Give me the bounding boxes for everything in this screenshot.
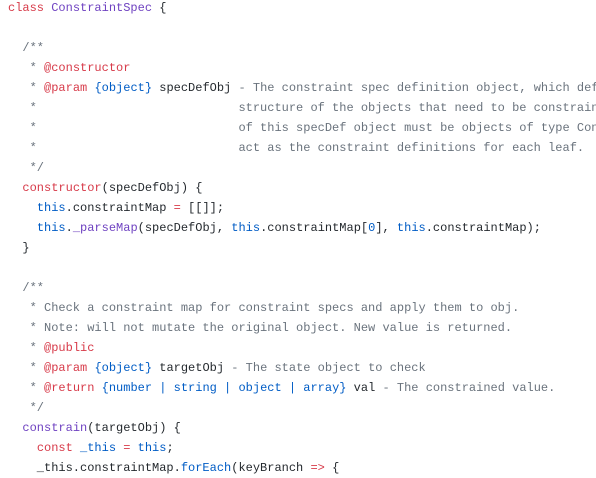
code-line: * @param {object} targetObj - The state … xyxy=(8,358,596,378)
code-token-comment: * xyxy=(8,361,45,375)
code-token-entity: constrain xyxy=(22,421,88,435)
code-token-plain: ], xyxy=(375,221,397,235)
code-token-plain: val xyxy=(346,381,376,395)
code-line: ​ xyxy=(8,18,596,38)
code-token-comment: * xyxy=(8,341,45,355)
code-token-constant: _this xyxy=(80,441,117,455)
code-token-keyword: => xyxy=(310,461,325,475)
code-token-plain: (specDefObj) { xyxy=(101,181,203,195)
code-token-plain: [[]]; xyxy=(180,201,225,215)
code-line: /** xyxy=(8,38,596,58)
code-token-comment: * xyxy=(8,381,45,395)
code-line: * @constructor xyxy=(8,58,596,78)
code-token-entity: _parseMap xyxy=(72,221,138,235)
code-token-keyword: @constructor xyxy=(44,61,131,75)
code-token-entity: ConstraintSpec xyxy=(51,1,153,15)
code-token-constant: this xyxy=(231,221,261,235)
code-token-plain: (specDefObj, xyxy=(137,221,232,235)
code-editor[interactable]: class ConstraintSpec {​ /** * @construct… xyxy=(8,0,596,478)
code-token-comment: * xyxy=(8,61,45,75)
code-line: this.constraintMap = [[]]; xyxy=(8,198,596,218)
code-token-keyword: = xyxy=(123,441,131,455)
code-line: * @public xyxy=(8,338,596,358)
code-token-comment: * of this specDef object must be objects… xyxy=(8,121,596,135)
code-token-plain xyxy=(8,181,22,195)
code-line: const _this = this; xyxy=(8,438,596,458)
code-token-constant: forEach xyxy=(180,461,232,475)
code-line: * @param {object} specDefObj - The const… xyxy=(8,78,596,98)
code-token-comment: */ xyxy=(8,401,45,415)
code-token-plain: specDefObj xyxy=(152,81,232,95)
code-token-plain: . xyxy=(65,221,73,235)
code-token-constant: this xyxy=(396,221,426,235)
code-line: */ xyxy=(8,158,596,178)
code-line: * of this specDef object must be objects… xyxy=(8,118,596,138)
code-line: constructor(specDefObj) { xyxy=(8,178,596,198)
code-line: * Note: will not mutate the original obj… xyxy=(8,318,596,338)
code-line: * Check a constraint map for constraint … xyxy=(8,298,596,318)
code-token-constant: 0 xyxy=(368,221,376,235)
code-token-comment: - The constrained value. xyxy=(375,381,556,395)
code-token-plain: .constraintMap); xyxy=(425,221,541,235)
code-token-comment: * act as the constraint definitions for … xyxy=(8,141,585,155)
code-token-comment: /** xyxy=(8,41,45,55)
code-line: * @return {number | string | object | ar… xyxy=(8,378,596,398)
code-token-plain: _this.constraintMap. xyxy=(8,461,181,475)
code-token-comment: * structure of the objects that need to … xyxy=(8,101,596,115)
code-token-constant: {object} xyxy=(94,81,153,95)
code-token-keyword: constructor xyxy=(22,181,102,195)
code-line: constrain(targetObj) { xyxy=(8,418,596,438)
code-token-keyword: const xyxy=(36,441,73,455)
code-token-keyword: class xyxy=(8,1,52,15)
code-token-constant: {object} xyxy=(94,361,153,375)
code-token-plain xyxy=(94,381,101,395)
code-token-plain: .constraintMap xyxy=(65,201,174,215)
code-token-comment: - The state object to check xyxy=(224,361,426,375)
code-token-comment: /** xyxy=(8,281,45,295)
code-token-plain: { xyxy=(324,461,340,475)
code-line: */ xyxy=(8,398,596,418)
code-line: } xyxy=(8,238,596,258)
code-token-plain: (keyBranch xyxy=(231,461,311,475)
code-token-constant: this xyxy=(137,441,167,455)
code-line: * act as the constraint definitions for … xyxy=(8,138,596,158)
code-token-comment: * xyxy=(8,81,45,95)
code-token-comment: */ xyxy=(8,161,45,175)
code-token-keyword: = xyxy=(173,201,181,215)
code-token-plain xyxy=(130,441,137,455)
code-token-comment: * Note: will not mutate the original obj… xyxy=(8,321,513,335)
code-token-constant: {number | string | object | array} xyxy=(101,381,347,395)
code-line: this._parseMap(specDefObj, this.constrai… xyxy=(8,218,596,238)
code-token-constant: this xyxy=(36,201,66,215)
code-line: /** xyxy=(8,278,596,298)
code-line: * structure of the objects that need to … xyxy=(8,98,596,118)
code-token-plain xyxy=(73,441,80,455)
code-line: _this.constraintMap.forEach(keyBranch =>… xyxy=(8,458,596,478)
code-token-plain: (targetObj) { xyxy=(87,421,181,435)
code-line: class ConstraintSpec { xyxy=(8,0,596,18)
code-token-plain: ; xyxy=(166,441,174,455)
code-token-plain xyxy=(8,441,37,455)
code-token-comment: * Check a constraint map for constraint … xyxy=(8,301,520,315)
code-token-plain xyxy=(8,421,22,435)
code-line: ​ xyxy=(8,258,596,278)
code-token-plain: } xyxy=(8,241,30,255)
code-token-keyword: @public xyxy=(44,341,95,355)
code-token-plain: .constraintMap[ xyxy=(260,221,369,235)
code-token-keyword: @return xyxy=(44,381,95,395)
code-token-plain: targetObj xyxy=(152,361,225,375)
code-token-plain: { xyxy=(152,1,167,15)
code-token-constant: this xyxy=(36,221,66,235)
code-token-keyword: @param xyxy=(44,81,88,95)
code-token-plain xyxy=(8,221,37,235)
code-token-comment: - The constraint spec definition object,… xyxy=(231,81,596,95)
code-token-plain xyxy=(8,201,37,215)
code-token-keyword: @param xyxy=(44,361,88,375)
